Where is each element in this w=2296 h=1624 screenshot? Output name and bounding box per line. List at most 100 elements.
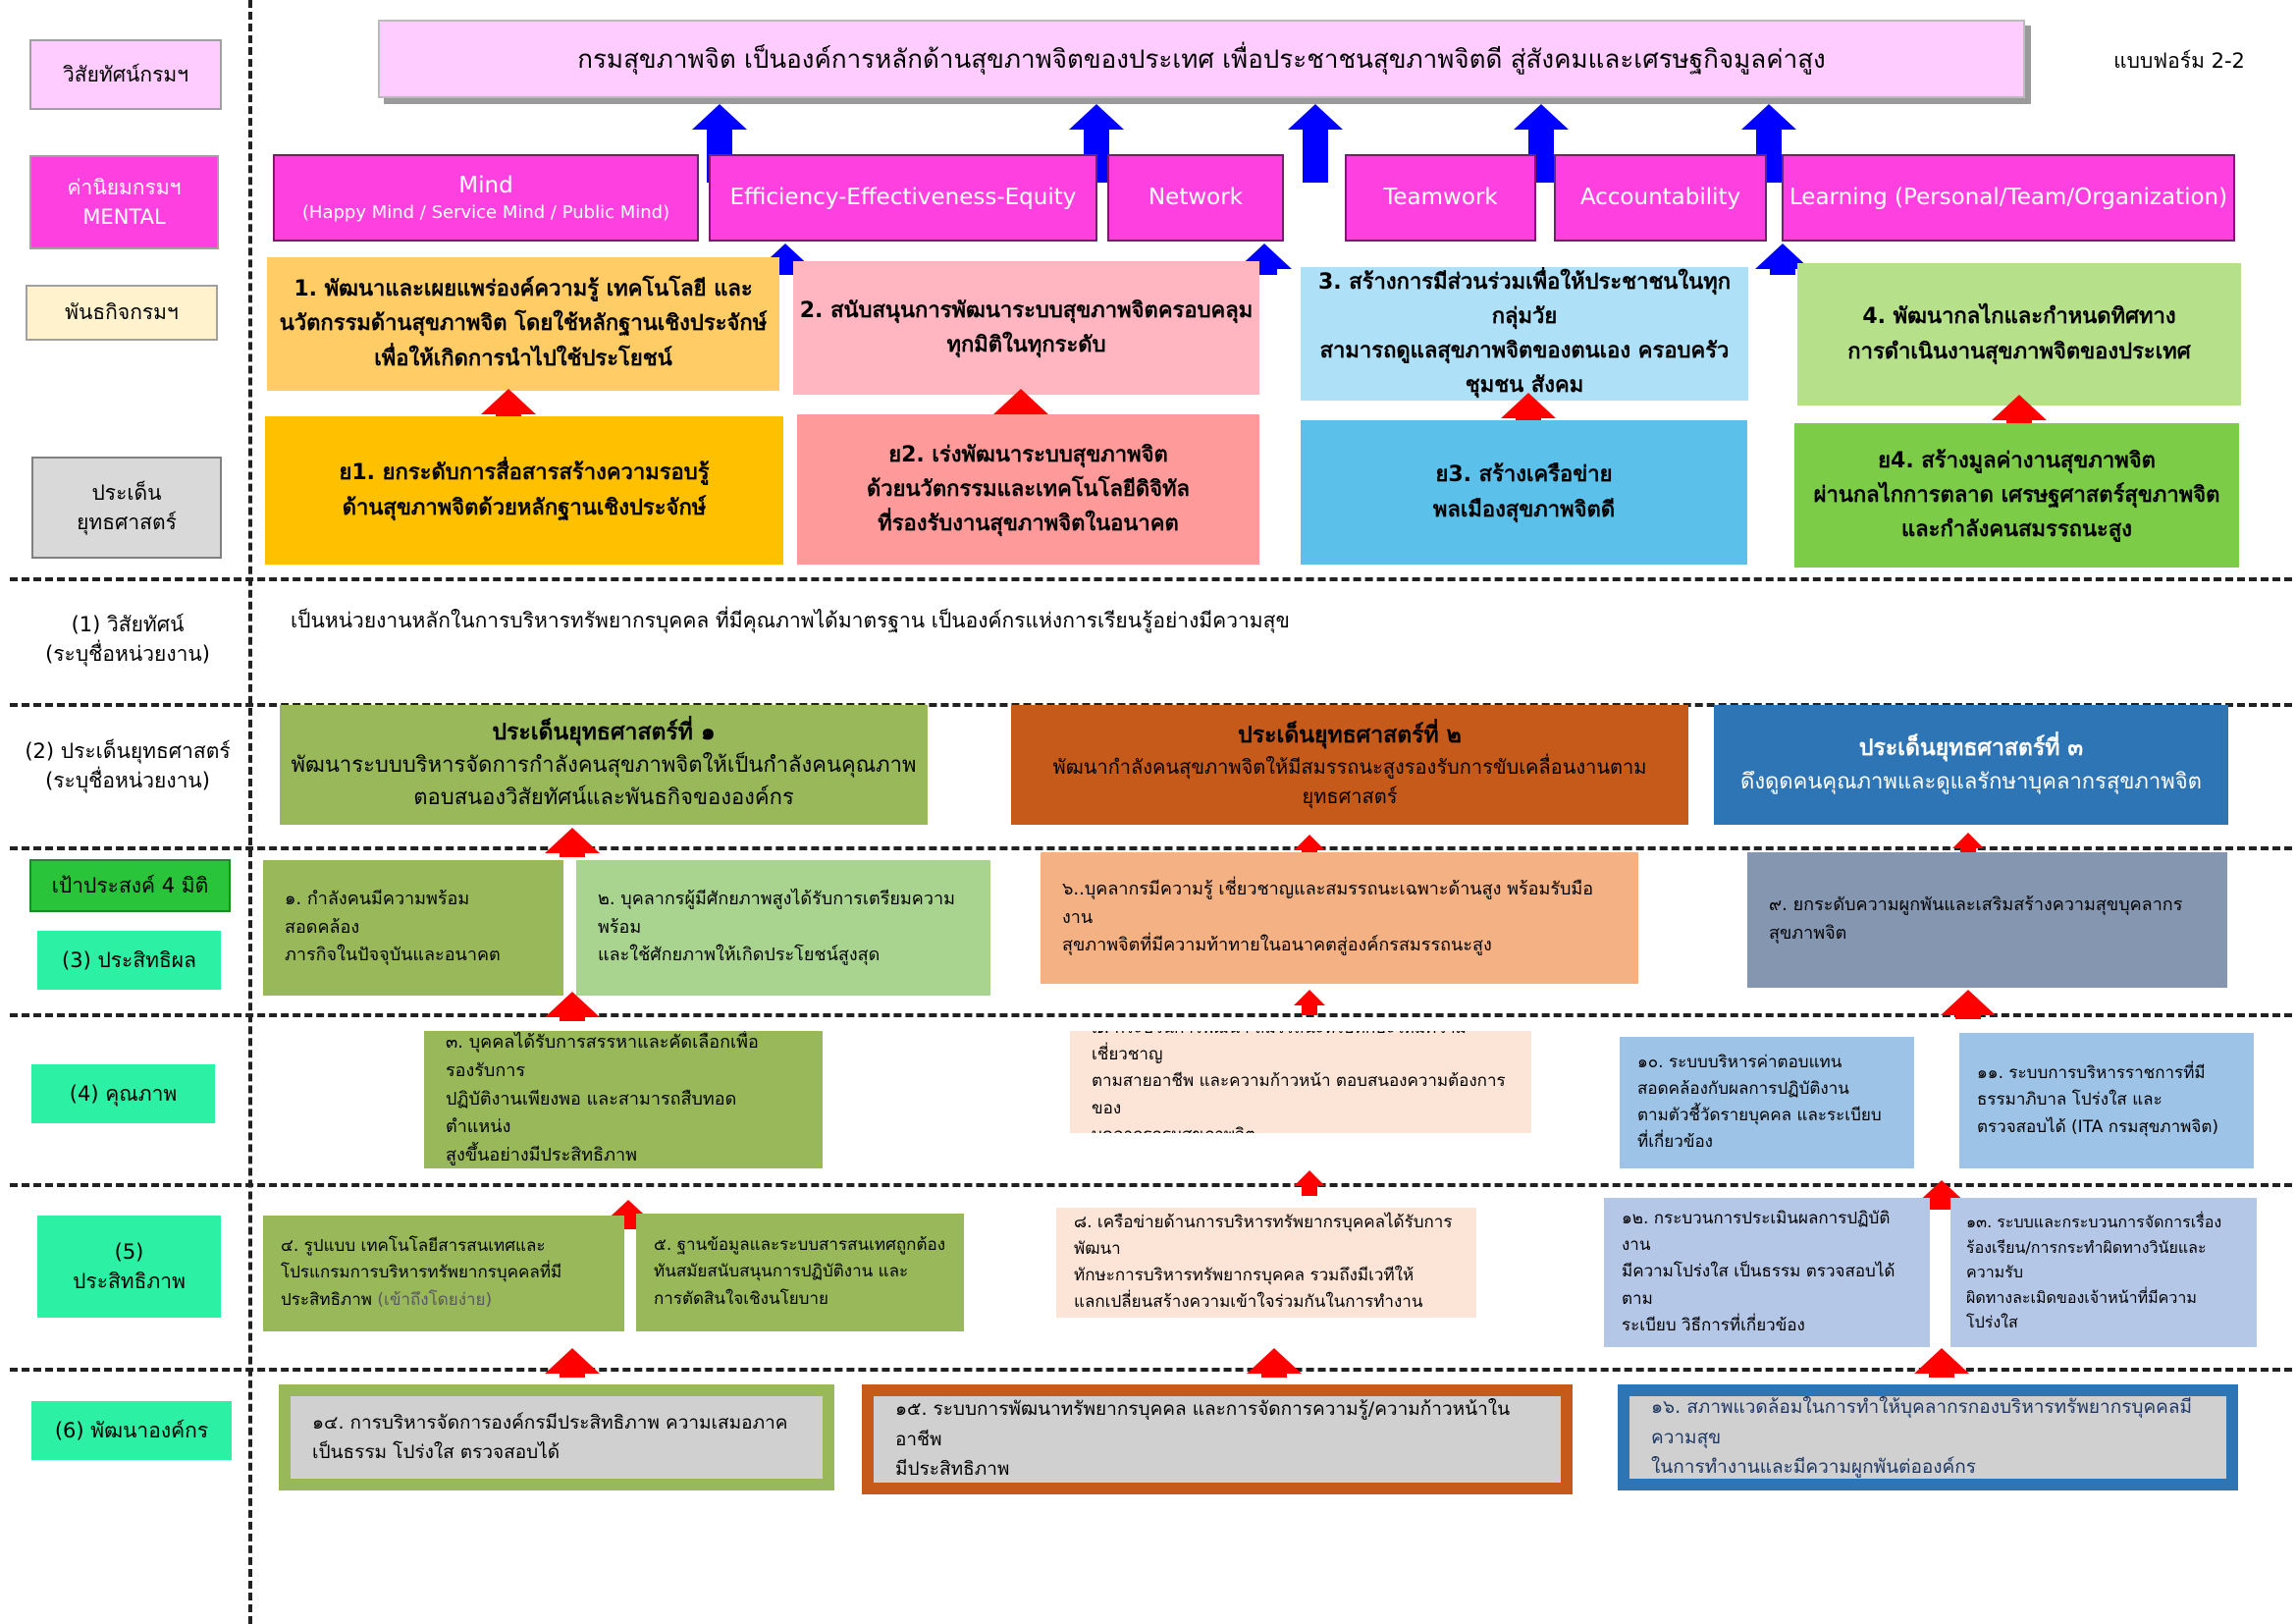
label-text: (3) ประสิทธิผล [62, 947, 196, 972]
goal-16: ๑๖. สภาพแวดล้อมในการทำให้บุคลากรกองบริหา… [1629, 1396, 2226, 1479]
label-text: ค่านิยมกรมฯ [67, 175, 182, 199]
goal-line: แลกเปลี่ยนสร้างความเข้าใจร่วมกันในการทำง… [1074, 1292, 1423, 1313]
goal-line: ๙. ยกระดับความผูกพันและเสริมสร้างความสุข… [1769, 894, 2183, 916]
label-unit-vision: (1) วิสัยทัศน์ (ระบุชื่อหน่วยงาน) [20, 595, 236, 683]
goal-line: การตัดสินใจเชิงนโยบาย [654, 1288, 828, 1309]
goal-line: สุขภาพจิตที่มีความท้าทายในอนาคตสู่องค์กร… [1062, 935, 1492, 956]
goal-line: ทักษะการบริหารทรัพยากรบุคคล รวมถึงมีเวที… [1074, 1266, 1415, 1285]
goal-16-frame: ๑๖. สภาพแวดล้อมในการทำให้บุคลากรกองบริหา… [1618, 1384, 2238, 1490]
goal-line: ระเบียบ วิธีการที่เกี่ยวข้อง [1622, 1315, 1805, 1335]
strategic-issue-1: ย1. ยกระดับการสื่อสารสร้างความรอบรู้ด้าน… [265, 416, 783, 565]
row-divider-1 [10, 577, 2292, 581]
label-department-values: ค่านิยมกรมฯ MENTAL [29, 155, 219, 249]
label-effectiveness: (3) ประสิทธิผล [37, 931, 221, 990]
mission-1: 1. พัฒนาและเผยแพร่องค์ความรู้ เทคโนโลยี … [267, 257, 779, 391]
goal-line: มีประสิทธิภาพ [895, 1458, 1010, 1481]
mission-line: สามารถดูแลสุขภาพจิตของตนเอง ครอบครัว [1319, 339, 1730, 363]
form-number-text: แบบฟอร์ม 2-2 [2113, 48, 2245, 73]
goal-line: ๘. เครือข่ายด้านการบริหารทรัพยากรบุคคลได… [1074, 1212, 1453, 1259]
unit-strategic-issue-2: ประเด็นยุทธศาสตร์ที่ ๒พัฒนากำลังคนสุขภาพ… [1011, 705, 1688, 825]
issue-line: ด้วยนวัตกรรมและเทคโนโลยีดิจิทัล [866, 476, 1191, 502]
mission-4: 4. พัฒนากลไกและกำหนดทิศทางการดำเนินงานสุ… [1797, 263, 2241, 406]
row-divider-4 [10, 1013, 2292, 1017]
unit-issue-line: ดึงดูดคนคุณภาพและดูแลรักษาบุคลากรสุขภาพจ… [1740, 769, 2202, 794]
label-text: (4) คุณภาพ [69, 1081, 178, 1106]
value-title: Efficiency-Effectiveness-Equity [729, 184, 1077, 210]
label-text: พันธกิจกรมฯ [65, 300, 179, 325]
goal-line: ๖..บุคลากรมีความรู้ เชี่ยวชาญและสมรรถนะเ… [1062, 878, 1594, 928]
unit-issue-line: พัฒนากำลังคนสุขภาพจิตให้มีสมรรถนะสูงรองร… [1052, 755, 1647, 809]
label-text: เป้าประสงค์ 4 มิติ [51, 873, 209, 897]
goal-line: สอดคล้องกับผลการปฏิบัติงาน [1637, 1078, 1849, 1099]
department-vision-box: กรมสุขภาพจิต เป็นองค์การหลักด้านสุขภาพจิ… [378, 20, 2025, 98]
goal-2: ๒. บุคลากรผู้มีศักยภาพสูงได้รับการเตรียม… [576, 860, 990, 996]
label-text: (6) พัฒนาองค์กร [54, 1418, 209, 1442]
goal-line: ตามตัวชี้วัดรายบุคคล และระเบียบ [1637, 1106, 1882, 1125]
goal-line: ในการทำงานและมีความผูกพันต่อองค์กร [1651, 1456, 1976, 1479]
label-text: (2) ประเด็นยุทธศาสตร์ [25, 738, 231, 763]
goal-line: มีความโปร่งใส เป็นธรรม ตรวจสอบได้ตาม [1622, 1262, 1896, 1309]
goal-line: ที่เกี่ยวข้อง [1637, 1132, 1713, 1153]
strategic-issue-2: ย2. เร่งพัฒนาระบบสุขภาพจิตด้วยนวัตกรรมแล… [797, 414, 1259, 565]
goal-4: ๔. รูปแบบ เทคโนโลยีสารสนเทศและโปรแกรมการ… [263, 1216, 624, 1331]
goal-7: ๗. กระบวนการพัฒนา สมรรถนะหรือทักษะให้มีค… [1070, 1031, 1531, 1133]
label-department-vision: วิสัยทัศน์กรมฯ [29, 39, 222, 110]
goal-line: ร้องเรียน/การกระทำผิดทางวินัยและความรับ [1966, 1237, 2207, 1282]
label-strategic-issues: ประเด็นยุทธศาสตร์ [31, 457, 222, 559]
label-unit-issues: (2) ประเด็นยุทธศาสตร์ (ระบุชื่อหน่วยงาน) [10, 722, 245, 810]
issue-line: และกำลังคนสมรรถนะสูง [1900, 517, 2133, 543]
goal-11: ๑๑. ระบบการบริหารราชการที่มีธรรมาภิบาล โ… [1959, 1033, 2254, 1168]
label-text: (ระบุชื่อหน่วยงาน) [45, 769, 210, 792]
goal-note: (เข้าถึงโดยง่าย) [377, 1289, 493, 1310]
issue-line: ย3. สร้างเครือข่าย [1435, 462, 1613, 488]
left-column-divider [248, 0, 252, 1624]
label-text: (ระบุชื่อหน่วยงาน) [45, 642, 210, 666]
mission-line: 1. พัฒนาและเผยแพร่องค์ความรู้ เทคโนโลยี … [294, 277, 753, 302]
goal-line: โปรแกรมการบริหารทรัพยากรบุคคลที่มี [281, 1263, 562, 1283]
goal-line: ตรวจสอบได้ (ITA กรมสุขภาพจิต) [1977, 1116, 2219, 1137]
goal-line: ๑๓. ระบบและกระบวนการจัดการเรื่อง [1966, 1213, 2222, 1232]
goal-line: ภารกิจในปัจจุบันและอนาคต [285, 945, 501, 966]
label-text: ยุทธศาสตร์ [77, 511, 177, 534]
goal-line: สูงขึ้นอย่างมีประสิทธิภาพ [446, 1145, 637, 1166]
mission-line: เพื่อให้เกิดการนำไปใช้ประโยชน์ [374, 346, 672, 371]
department-vision-text: กรมสุขภาพจิต เป็นองค์การหลักด้านสุขภาพจิ… [577, 44, 1826, 75]
goal-line: ๑๒. กระบวนการประเมินผลการปฏิบัติงาน [1622, 1209, 1891, 1256]
goal-line: ทันสมัยสนับสนุนการปฏิบัติงาน และ [654, 1262, 909, 1282]
row-divider-6 [10, 1368, 2292, 1372]
value-title: Accountability [1579, 184, 1741, 210]
value-learning: Learning (Personal/Team/Organization) [1782, 154, 2235, 242]
mission-2: 2. สนับสนุนการพัฒนาระบบสุขภาพจิตครอบคลุม… [793, 261, 1259, 395]
mission-line: นวัตกรรมด้านสุขภาพจิต โดยใช้หลักฐานเชิงป… [279, 311, 768, 337]
goal-line: ๑. กำลังคนมีความพร้อมสอดคล้อง [285, 888, 470, 938]
goal-8: ๘. เครือข่ายด้านการบริหารทรัพยากรบุคคลได… [1056, 1208, 1476, 1318]
goal-line: สุขภาพจิต [1769, 923, 1847, 944]
value-mind: Mind(Happy Mind / Service Mind / Public … [273, 154, 699, 242]
goal-15: ๑๕. ระบบการพัฒนาทรัพยากรบุคคล และการจัดก… [874, 1396, 1561, 1483]
goal-line: ๑๔. การบริหารจัดการองค์กรมีประสิทธิภาพ ค… [312, 1411, 788, 1434]
goal-15-frame: ๑๕. ระบบการพัฒนาทรัพยากรบุคคล และการจัดก… [862, 1384, 1573, 1494]
goal-5: ๕. ฐานข้อมูลและระบบสารสนเทศถูกต้องทันสมั… [636, 1214, 964, 1331]
row-divider-3 [10, 846, 2292, 850]
goal-9: ๙. ยกระดับความผูกพันและเสริมสร้างความสุข… [1747, 852, 2227, 988]
issue-line: ผ่านกลไกการตลาด เศรษฐศาสตร์สุขภาพจิต [1813, 482, 2220, 508]
goal-line: ๑๐. ระบบบริหารค่าตอบแทน [1637, 1052, 1842, 1072]
value-title: Teamwork [1383, 184, 1498, 210]
mission-line: ทุกมิติในทุกระดับ [946, 333, 1106, 357]
goal-line: ๑๕. ระบบการพัฒนาทรัพยากรบุคคล และการจัดก… [895, 1398, 1511, 1450]
label-efficiency: (5)ประสิทธิภาพ [37, 1216, 221, 1318]
label-text: (1) วิสัยทัศน์ [71, 612, 185, 636]
goal-6: ๖..บุคลากรมีความรู้ เชี่ยวชาญและสมรรถนะเ… [1041, 852, 1638, 984]
unit-issue-title: ประเด็นยุทธศาสตร์ที่ ๓ [1858, 735, 2084, 762]
mission-line: 4. พัฒนากลไกและกำหนดทิศทาง [1862, 304, 2176, 330]
mission-line: 2. สนับสนุนการพัฒนาระบบสุขภาพจิตครอบคลุม [799, 298, 1254, 323]
value-title: Learning (Personal/Team/Organization) [1789, 184, 2228, 210]
strategic-issue-4: ย4. สร้างมูลค่างานสุขภาพจิตผ่านกลไกการตล… [1794, 423, 2239, 568]
label-text: MENTAL [82, 205, 166, 229]
goal-14-frame: ๑๔. การบริหารจัดการองค์กรมีประสิทธิภาพ ค… [279, 1384, 834, 1490]
goal-line: ตามสายอาชีพ และความก้าวหน้า ตอบสนองความต… [1092, 1071, 1506, 1118]
unit-issue-title: ประเด็นยุทธศาสตร์ที่ ๒ [1238, 722, 1462, 748]
row-divider-5 [10, 1183, 2292, 1187]
mission-line: การดำเนินงานสุขภาพจิตของประเทศ [1847, 339, 2191, 364]
mission-line: 3. สร้างการมีส่วนร่วมเพื่อให้ประชาชนในทุ… [1317, 269, 1732, 329]
